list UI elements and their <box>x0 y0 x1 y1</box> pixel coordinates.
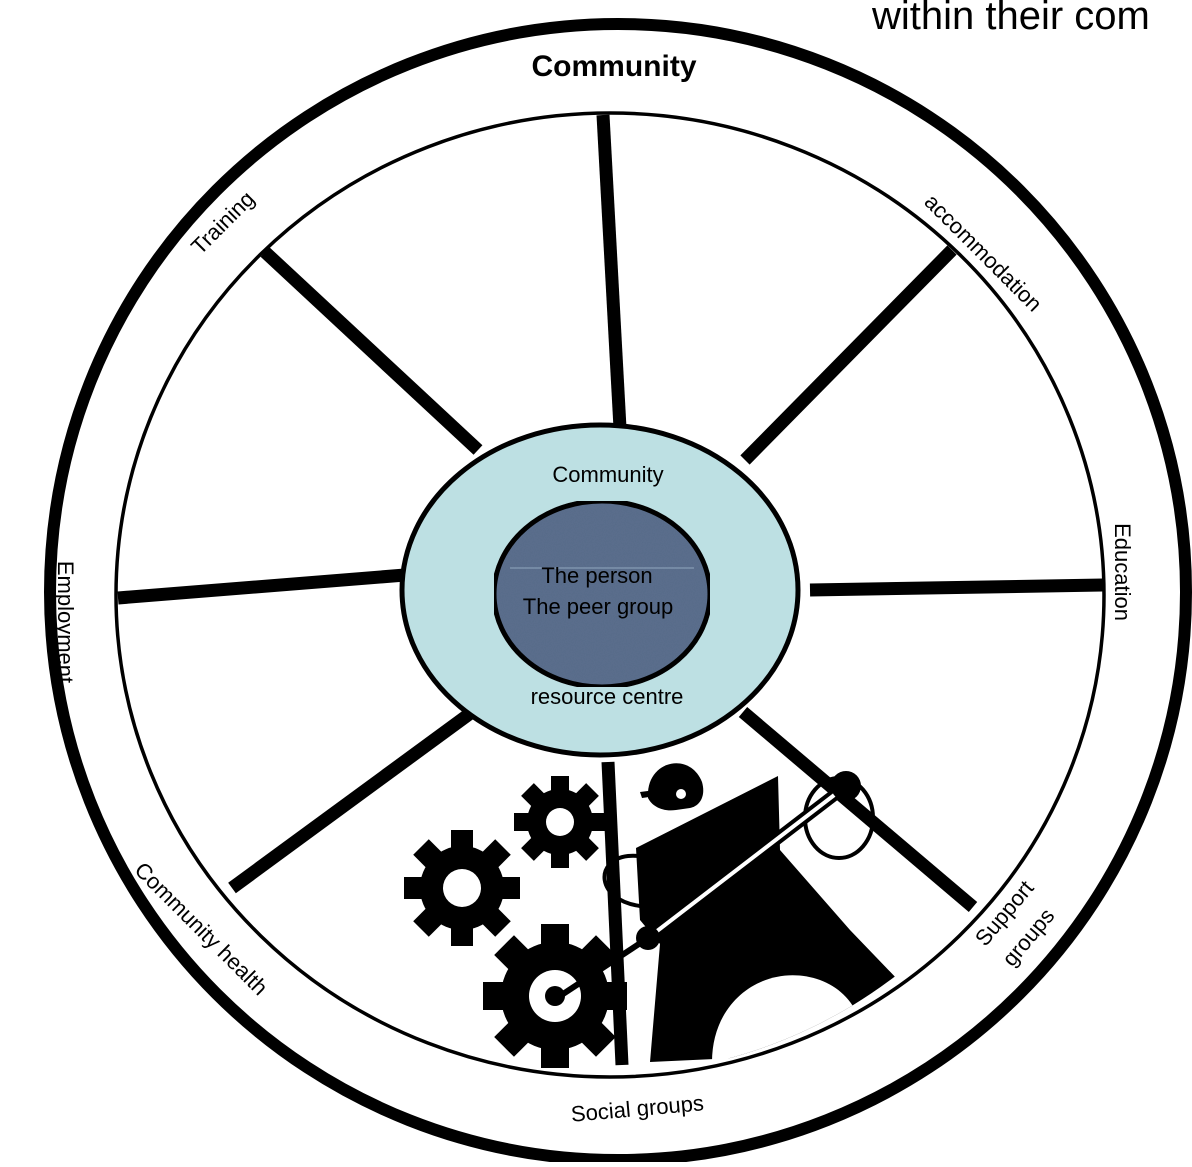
spoke-bottom-left <box>228 706 476 894</box>
spoke-top-right <box>740 245 957 465</box>
hub-core <box>491 498 713 690</box>
spoke-right <box>809 578 1104 597</box>
page-title-fragment: within their com <box>872 0 1150 38</box>
spoke-top-left <box>260 247 483 455</box>
spoke-left <box>117 568 406 605</box>
hub-ring-top-label: Community <box>552 462 663 487</box>
gear-icon <box>404 776 627 1068</box>
spoke-bottom-right <box>738 707 978 912</box>
sector-label-education: Education <box>1110 523 1135 621</box>
sector-label-employment: Employment <box>53 561 78 683</box>
outer-community-label: Community <box>532 50 697 83</box>
hub-core-line2: The peer group <box>523 594 673 619</box>
spoke-bottom <box>601 761 629 1066</box>
hub-core-line1: The person <box>541 563 652 588</box>
spoke-top <box>596 114 627 429</box>
spokes <box>117 114 1104 1066</box>
hub-ring-bottom-label: resource centre <box>531 684 684 709</box>
